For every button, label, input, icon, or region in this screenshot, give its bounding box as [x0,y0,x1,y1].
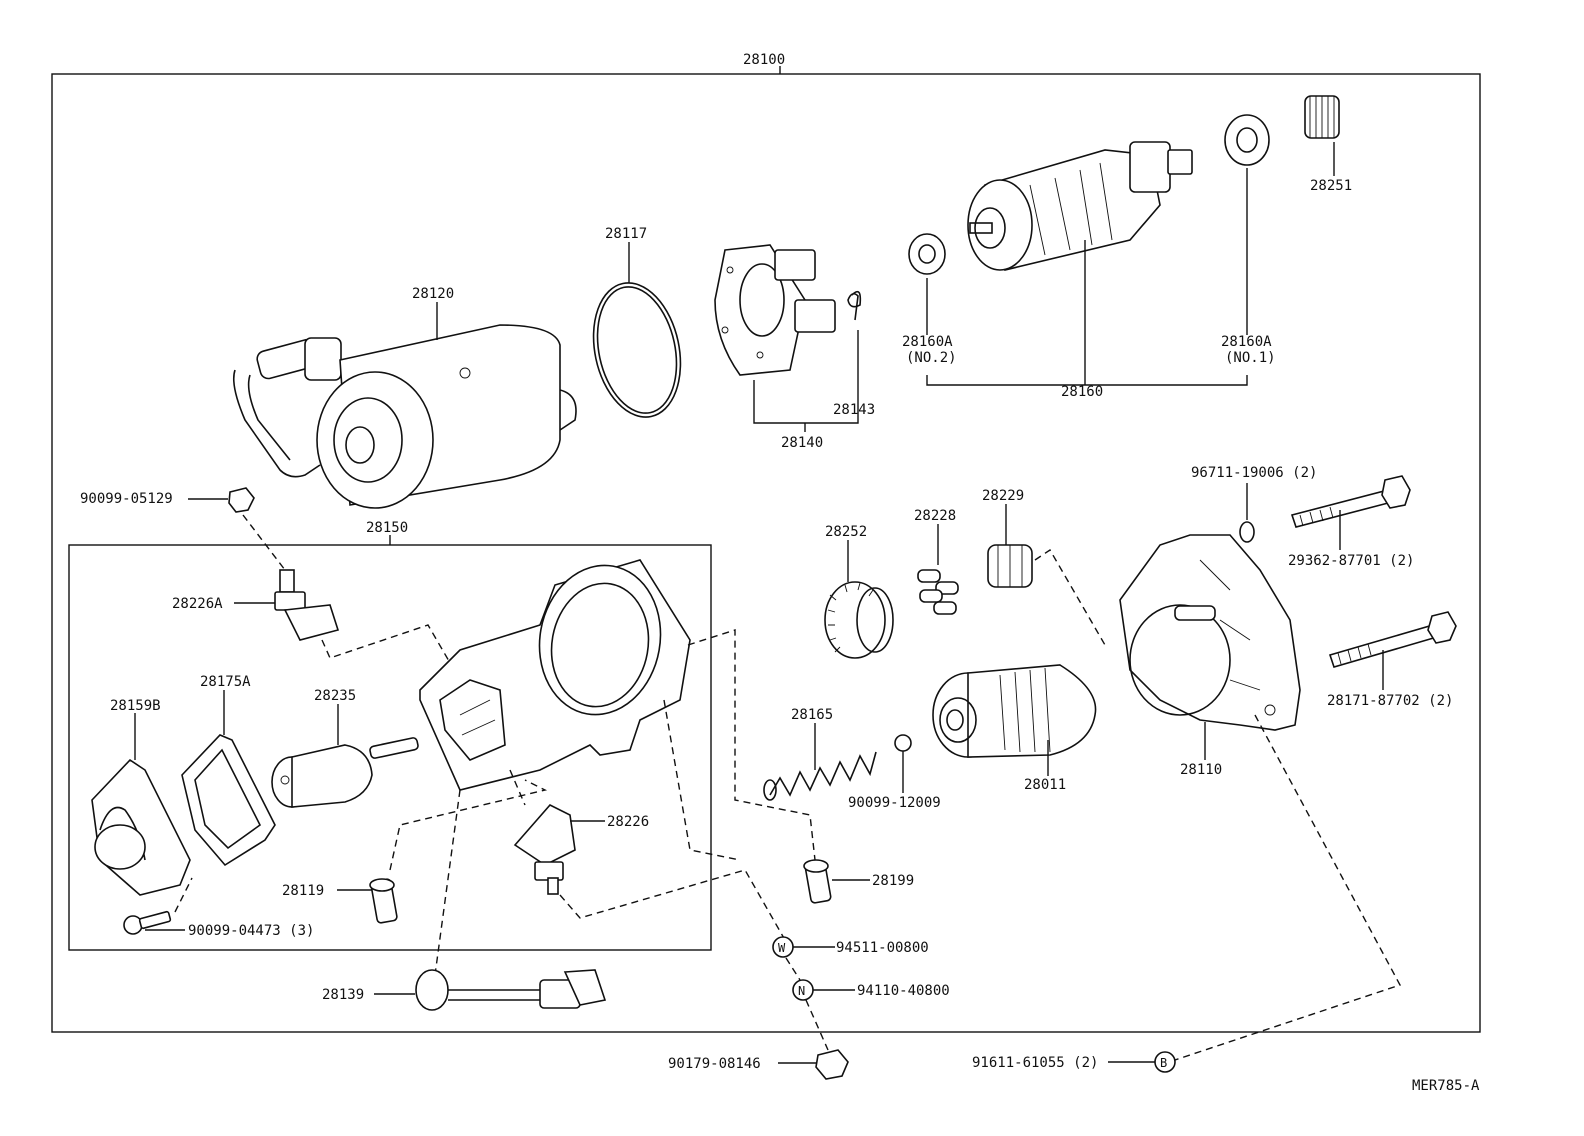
lead-28139 [415,969,607,1011]
brush-holder-28140 [714,244,836,376]
terminal-28226A [274,569,340,641]
nut-90099-05129 [228,487,255,513]
label-28160A-no2-sub: (NO.2) [906,350,957,366]
marker-W-letter: W [778,941,786,955]
label-28199: 28199 [872,873,914,889]
label-28229: 28229 [982,488,1024,504]
label-90099-12009: 90099-12009 [848,795,941,811]
marker-B-letter: B [1160,1056,1167,1070]
plunger-28235 [271,737,419,808]
label-28110: 28110 [1180,762,1222,778]
spring-28165 [763,751,877,801]
cover-28159B [91,758,191,896]
label-28159B: 28159B [110,698,161,714]
label-28165: 28165 [791,707,833,723]
label-28160: 28160 [1061,384,1103,400]
label-28226: 28226 [607,814,649,830]
rollers-28228 [917,569,959,615]
label-28011: 28011 [1024,777,1066,793]
armature-28160 [908,114,1270,275]
clutch-28011 [932,664,1097,758]
label-28100: 28100 [743,52,785,68]
label-28235: 28235 [314,688,356,704]
label-90179-08146: 90179-08146 [668,1056,761,1072]
label-29362-87701: 29362-87701 (2) [1288,553,1414,569]
washer-96711-19006 [1239,521,1255,543]
pin-28119 [369,878,398,924]
bolt-28171-87702 [1328,611,1457,668]
label-90099-05129: 90099-05129 [80,491,173,507]
label-28226A: 28226A [172,596,223,612]
label-28120: 28120 [412,286,454,302]
label-28160A-no1-sub: (NO.1) [1225,350,1276,366]
label-28140: 28140 [781,435,823,451]
yoke-28120 [232,324,577,509]
label-96711-19006: 96711-19006 (2) [1191,465,1317,481]
drive-housing-28110 [1119,534,1301,731]
label-28117: 28117 [605,226,647,242]
terminal-28226 [513,804,576,895]
label-28228: 28228 [914,508,956,524]
screw-90099-04473 [123,910,172,935]
label-28252: 28252 [825,524,867,540]
o-ring-28117 [592,282,682,418]
marker-B [1154,1051,1176,1073]
label-94511-00800: 94511-00800 [836,940,929,956]
drawing-code: MER785-A [1412,1078,1480,1094]
label-28160A-no1: 28160A [1221,334,1272,350]
spring-28143 [847,290,862,321]
label-91611-61055: 91611-61055 (2) [972,1055,1098,1071]
label-94110-40800: 94110-40800 [857,983,950,999]
gasket-28175A [181,734,276,867]
label-90099-04473: 90099-04473 (3) [188,923,314,939]
pin-28199 [803,859,832,904]
retainer-28229 [987,544,1033,588]
label-28175A: 28175A [200,674,251,690]
label-28143: 28143 [833,402,875,418]
gear-28251 [1304,95,1340,139]
marker-N-letter: N [798,984,805,998]
label-28150: 28150 [366,520,408,536]
assembly-frame [51,73,1481,1033]
label-28139: 28139 [322,987,364,1003]
ball-90099-12009 [894,734,912,752]
gear-28252 [824,581,894,659]
label-28119: 28119 [282,883,324,899]
label-28160A-no2: 28160A [902,334,953,350]
housing-28150 [419,559,691,791]
nut-90179-08146 [815,1049,849,1080]
label-28251: 28251 [1310,178,1352,194]
label-28171-87702: 28171-87702 (2) [1327,693,1453,709]
bolt-29362-87701 [1290,475,1411,528]
